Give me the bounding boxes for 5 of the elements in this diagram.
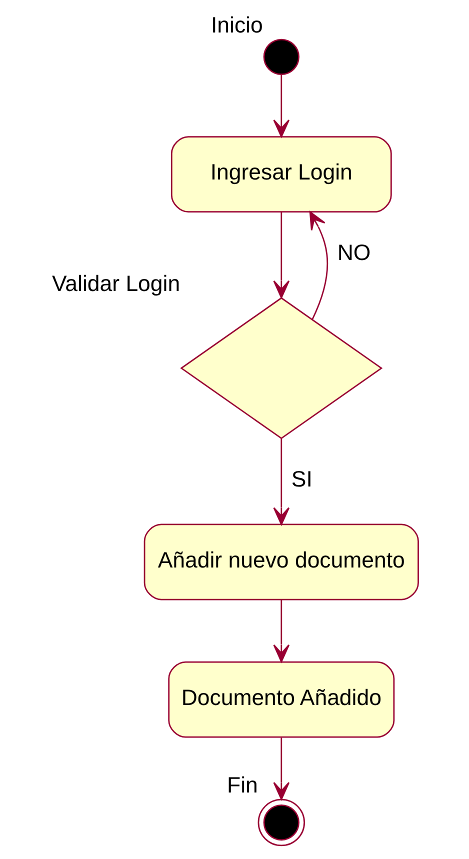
node-label: Validar Login: [52, 270, 180, 296]
edge-label: NO: [337, 240, 371, 265]
edge-label: SI: [291, 466, 312, 492]
node-label: Fin: [227, 772, 258, 797]
node-label: Inicio: [210, 12, 263, 37]
